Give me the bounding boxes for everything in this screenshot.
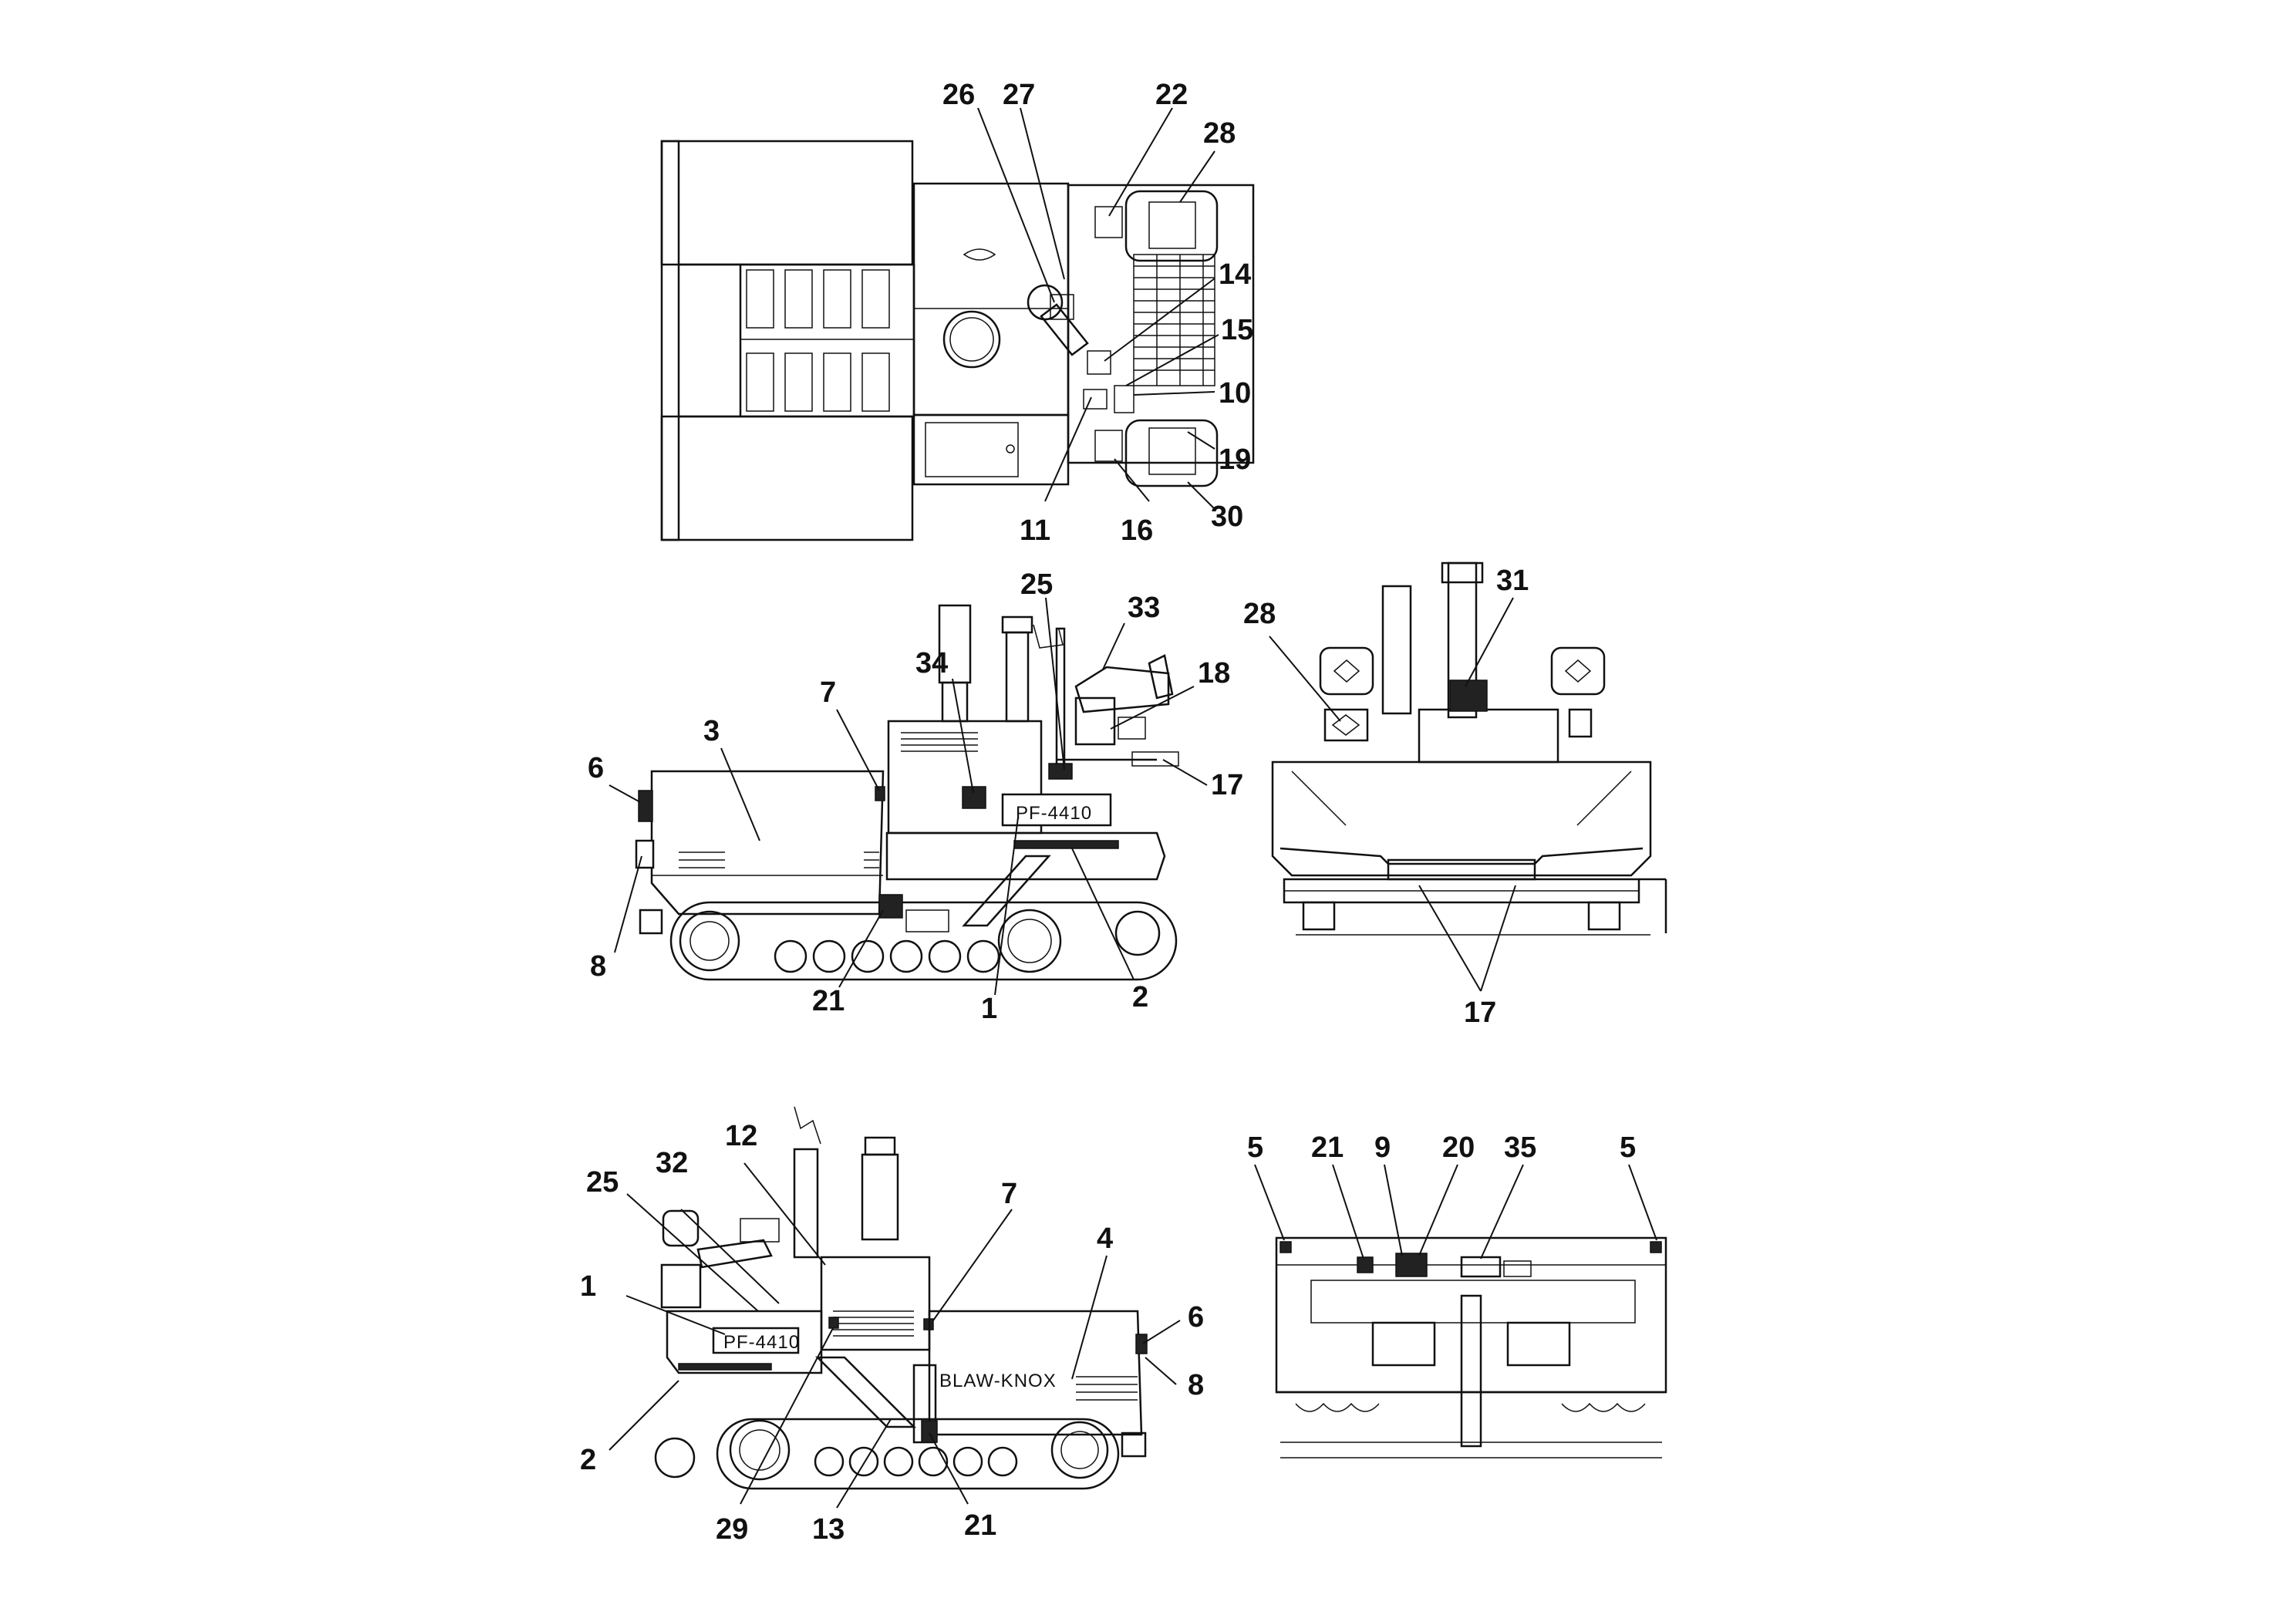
callout-top-4: 28 [1203,117,1236,150]
callout-left-5: 34 [915,647,948,679]
top-view-drawing [660,140,1255,541]
rear-view-callouts: 28 31 17 [1243,565,1529,1029]
callout-right-7: 8 [1188,1369,1204,1401]
callout-left-3: 18 [1198,657,1230,690]
callout-left-11: 1 [981,993,997,1025]
callout-front-1: 5 [1247,1131,1263,1164]
callout-top-2: 27 [1003,79,1035,111]
callout-rear-3: 17 [1464,996,1496,1029]
callout-left-4: 17 [1211,769,1243,801]
callout-left-2: 33 [1128,592,1160,624]
callout-top-11: 11 [1020,514,1050,547]
callout-top-3: 22 [1155,79,1188,111]
left-side-view-drawing: PF-4410 [635,604,1179,981]
rear-view-drawing [1271,561,1667,936]
front-view-drawing [1275,1236,1667,1458]
callout-top-5: 14 [1219,258,1251,291]
model-decal-right: PF-4410 [723,1332,800,1353]
callout-top-8: 19 [1219,443,1251,476]
callout-right-10: 29 [716,1513,748,1546]
callout-rear-2: 31 [1496,565,1529,597]
callout-top-9: 30 [1211,501,1243,533]
front-view-callouts: 5 21 9 20 35 5 [1247,1131,1636,1164]
callout-right-5: 4 [1097,1222,1113,1255]
callout-right-3: 25 [586,1166,619,1199]
right-side-view-callouts: 32 12 25 7 4 6 8 1 2 29 13 21 [580,1120,1204,1546]
left-side-view-callouts: 25 33 18 17 34 7 3 6 8 21 1 2 [588,568,1243,1025]
left-side-view-leaders [609,597,1208,996]
callout-left-6: 7 [820,676,836,709]
callout-right-6: 6 [1188,1301,1204,1334]
top-view-callouts: 26 27 22 28 14 15 10 19 30 16 11 [942,79,1253,547]
callout-left-10: 21 [812,985,845,1017]
callout-front-6: 5 [1620,1131,1636,1164]
callout-right-4: 7 [1001,1178,1017,1210]
callout-left-9: 8 [590,950,606,983]
callout-right-1: 32 [656,1147,688,1179]
callout-top-7: 10 [1219,377,1251,410]
callout-front-3: 9 [1374,1131,1391,1164]
right-side-view-leaders [609,1162,1181,1509]
callout-right-11: 13 [812,1513,845,1546]
callout-front-2: 21 [1311,1131,1344,1164]
callout-right-12: 21 [964,1509,996,1542]
callout-left-8: 6 [588,752,604,784]
top-view-leaders [977,107,1219,510]
callout-top-6: 15 [1221,314,1253,346]
callout-top-1: 26 [942,79,975,111]
brand-decal-right: BLAW-KNOX [939,1371,1057,1391]
callout-front-4: 20 [1442,1131,1475,1164]
callout-right-8: 1 [580,1270,596,1303]
callout-rear-1: 28 [1243,598,1276,630]
right-side-view-drawing: BLAW-KNOX PF-4410 [654,1106,1148,1490]
callout-left-1: 25 [1020,568,1053,601]
callout-left-7: 3 [703,715,720,747]
callout-front-5: 35 [1504,1131,1536,1164]
front-view-leaders [1254,1164,1657,1259]
callout-right-9: 2 [580,1444,596,1476]
callout-top-10: 16 [1121,514,1153,547]
callout-left-12: 2 [1132,981,1148,1013]
rear-view-leaders [1269,597,1516,992]
model-decal-left: PF-4410 [1016,803,1092,824]
callout-right-2: 12 [725,1120,757,1152]
